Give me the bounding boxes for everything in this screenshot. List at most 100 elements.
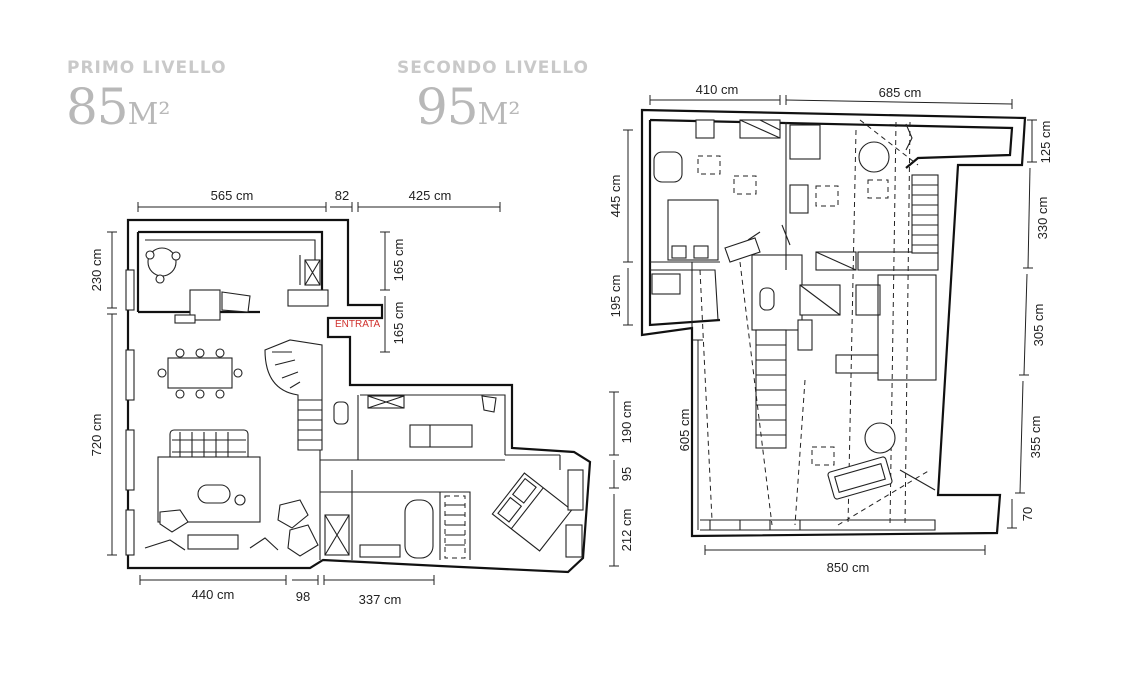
level1-window	[125, 429, 135, 491]
level2-skylight	[697, 155, 721, 175]
level2-pillow	[671, 245, 687, 259]
level1-plan	[125, 218, 592, 574]
level1-bench	[174, 314, 196, 324]
level2-door	[724, 237, 761, 263]
level1-toilet	[333, 401, 349, 425]
level2-armchair	[653, 151, 683, 183]
level2-armchair-round	[864, 422, 896, 454]
level1-area: 85M²	[66, 78, 170, 136]
dim-l2-bottom-1: 850 cm	[827, 560, 870, 575]
level1-sink	[359, 544, 401, 558]
level1-chair	[195, 389, 205, 399]
level1-outer-wall	[126, 218, 592, 574]
level1-shelf-mark	[367, 395, 405, 409]
level1-shower-mark	[324, 514, 350, 556]
level2-area-number: 95	[416, 78, 479, 136]
level1-nightstand	[565, 524, 583, 558]
level1-armchair	[277, 499, 309, 529]
level2-bottom-shelf	[700, 519, 936, 531]
level2-wardrobe-lines	[912, 184, 938, 246]
dim-l1-top-1: 565 cm	[211, 188, 254, 203]
dim-l1-right-3: 212 cm	[619, 509, 634, 552]
level1-chair	[233, 368, 243, 378]
dim-l1-inner-1: 165 cm	[391, 239, 406, 282]
dim-l2-right-4: 355 cm	[1028, 416, 1043, 459]
level1-chair	[175, 389, 185, 399]
level2-plant	[905, 123, 913, 151]
level2-cabinet	[835, 354, 879, 374]
level1-coffee-table	[197, 484, 231, 504]
level1-window	[125, 509, 135, 556]
level1-chair	[157, 368, 167, 378]
level2-plan	[640, 108, 1027, 538]
level1-bed	[491, 472, 573, 552]
dim-l1-bottom-3: 337 cm	[359, 592, 402, 607]
level2-skylight	[733, 175, 757, 195]
level2-staircase	[755, 329, 787, 449]
level1-desk	[189, 289, 221, 321]
level1-sofa-bed	[409, 424, 473, 448]
level1-chair	[175, 348, 185, 358]
level1-dining-table	[167, 357, 233, 389]
level1-chair	[155, 274, 165, 284]
level1-hall-walls	[319, 394, 506, 560]
level2-basin	[855, 284, 881, 316]
level1-area-unit: M²	[127, 97, 171, 132]
level1-sideboard	[187, 534, 239, 550]
level1-wardrobe	[444, 495, 466, 559]
level1-plant	[249, 537, 279, 551]
level2-plant	[899, 469, 936, 491]
level2-toilet	[759, 287, 775, 311]
dim-l1-left-2: 720 cm	[89, 414, 104, 457]
level2-left-room-walls	[650, 122, 791, 328]
level1-wardrobe-lines	[445, 504, 465, 546]
level2-skylight	[867, 179, 889, 199]
level1-area-number: 85	[66, 78, 129, 136]
dim-l1-bottom-1: 440 cm	[192, 587, 235, 602]
dim-l2-top-1: 410 cm	[696, 82, 739, 97]
level1-bathtub	[404, 499, 434, 559]
level2-pillow	[693, 245, 709, 259]
level1-plant	[144, 539, 186, 551]
level2-bench	[857, 251, 939, 271]
level2-cabinet-small	[797, 319, 813, 351]
dim-l2-right-5: 70	[1020, 507, 1035, 521]
level1-label: PRIMO LIVELLO	[67, 58, 227, 78]
level1-window	[125, 349, 135, 401]
level1-stair-steps	[272, 351, 322, 441]
level1-side-table	[234, 494, 246, 506]
level2-wardrobe	[911, 174, 939, 254]
level1-chair	[171, 251, 181, 261]
level2-area-unit: M²	[477, 97, 521, 132]
level1-chair	[215, 348, 225, 358]
level1-bedroom-walls	[505, 454, 561, 470]
level2-desk	[651, 273, 681, 295]
level2-skylight	[811, 446, 835, 466]
dim-l1-left-1: 230 cm	[89, 249, 104, 292]
level2-skylight	[815, 185, 839, 207]
entrance-label: ENTRATA	[335, 319, 381, 330]
level2-roof-lines	[699, 119, 931, 526]
level2-shower-mark	[799, 284, 841, 316]
level1-sofa-pattern	[172, 432, 246, 466]
level2-bed-small	[789, 124, 821, 160]
dim-l2-left-2: 195 cm	[608, 275, 623, 318]
level2-room	[877, 274, 937, 381]
level1-dresser	[567, 469, 584, 511]
dim-l2-right-3: 305 cm	[1031, 304, 1046, 347]
dim-l2-right-1: 125 cm	[1038, 121, 1053, 164]
dim-l2-left-3: 605 cm	[677, 409, 692, 452]
dim-l1-right-2: 95	[619, 467, 634, 481]
level2-outer-wall	[640, 108, 1027, 538]
level2-stair-steps	[756, 344, 786, 436]
dim-l1-top-3: 425 cm	[409, 188, 452, 203]
dim-l2-right-2: 330 cm	[1035, 197, 1050, 240]
dim-l2-top-2: 685 cm	[879, 85, 922, 100]
level2-armchair-round	[858, 141, 890, 173]
level2-shelf-mark	[815, 251, 857, 271]
level1-small-chair	[481, 395, 497, 413]
level2-label: SECONDO LIVELLO	[397, 58, 589, 78]
dim-l1-inner-2: 165 cm	[391, 302, 406, 345]
dim-l1-bottom-2: 98	[296, 589, 310, 604]
level2-chair	[695, 119, 715, 139]
